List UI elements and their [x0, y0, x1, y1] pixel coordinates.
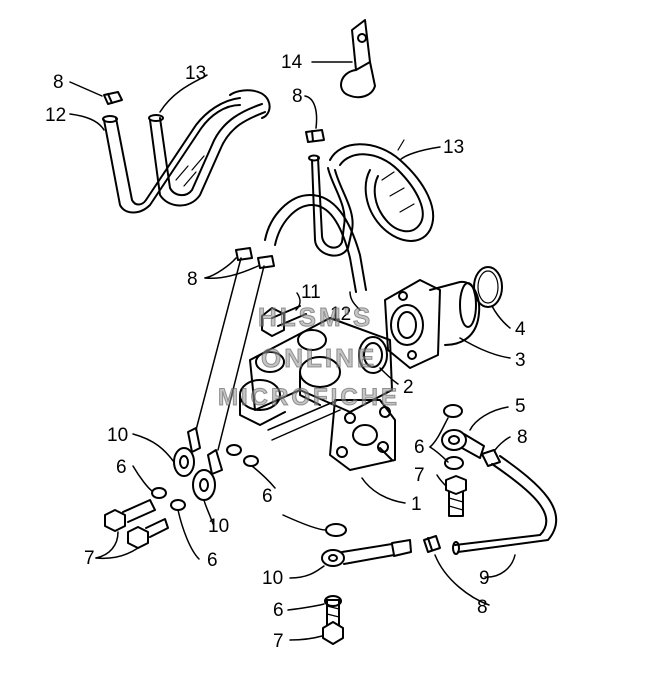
upper-left-hose	[102, 89, 271, 214]
washer-left-a	[151, 487, 167, 499]
callout-3: 3	[515, 350, 526, 371]
callout-6-bottom: 6	[273, 600, 284, 621]
bolt-bottom-7	[322, 599, 344, 645]
callout-11: 11	[301, 282, 321, 303]
bolt-right-7	[445, 475, 467, 517]
callout-10-lower: 10	[208, 516, 230, 537]
hose-clamp-top-middle	[305, 129, 325, 143]
washer-center-b	[243, 455, 259, 467]
bolt-left-a	[104, 499, 156, 532]
callout-14: 14	[281, 52, 303, 73]
hose-part-9	[452, 455, 558, 555]
callout-7-bottom: 7	[273, 631, 284, 652]
hose-clamp-left-a	[235, 247, 253, 261]
banjo-fitting-upper	[173, 427, 201, 477]
elbow-fitting-part	[441, 429, 485, 459]
watermark-line-1: HLSM'S	[257, 302, 374, 332]
callout-6-center: 6	[262, 486, 273, 507]
hose-clamp-right	[481, 449, 501, 467]
thermostat-housing-part	[384, 279, 480, 369]
callout-9: 9	[479, 568, 490, 589]
callout-6-lower-left: 6	[207, 550, 218, 571]
washer-bottom-b	[324, 595, 342, 607]
clamp-bracket-part	[340, 19, 376, 99]
callout-8-top-left: 8	[53, 72, 64, 93]
callout-10-bottom: 10	[262, 568, 284, 589]
callout-2: 2	[403, 377, 414, 398]
bolt-left-b	[127, 518, 169, 549]
callout-7-left: 7	[84, 548, 95, 569]
callout-7-right: 7	[414, 465, 425, 486]
callout-8-right: 8	[517, 427, 528, 448]
callout-1: 1	[411, 494, 422, 515]
hose-clamp-left-b	[257, 255, 275, 269]
hose-clamp-lower-right	[423, 535, 441, 553]
callout-4: 4	[515, 319, 526, 340]
bolt-part-11	[261, 305, 307, 337]
washer-right-a	[443, 404, 463, 418]
callout-6-right: 6	[414, 437, 425, 458]
o-ring-part	[473, 266, 503, 308]
upper-right-hose	[264, 139, 435, 293]
hose-clamp-top-left	[103, 91, 123, 105]
watermark-line-3: MICROFICHE	[218, 384, 400, 411]
callout-8-left: 8	[187, 269, 198, 290]
callout-8-bottom: 8	[477, 597, 488, 618]
callout-12-middle: 12	[330, 304, 352, 325]
callout-6-left: 6	[116, 457, 127, 478]
callout-5: 5	[515, 396, 526, 417]
watermark-line-2: ONLINE	[260, 343, 378, 373]
callout-13-right: 13	[443, 137, 465, 158]
callout-8-top-middle: 8	[292, 86, 303, 107]
washer-left-b	[170, 499, 186, 511]
washer-right-b	[444, 456, 464, 470]
banjo-fitting-lower	[192, 449, 223, 501]
callout-10-left: 10	[107, 425, 129, 446]
callout-13-top: 13	[185, 63, 207, 84]
gasket-part	[358, 336, 388, 374]
banjo-fitting-bottom	[321, 539, 412, 567]
callout-12-left: 12	[45, 105, 67, 126]
washer-center-a	[226, 444, 242, 456]
washer-bottom-a	[325, 523, 347, 537]
pump-body-part	[239, 317, 396, 471]
